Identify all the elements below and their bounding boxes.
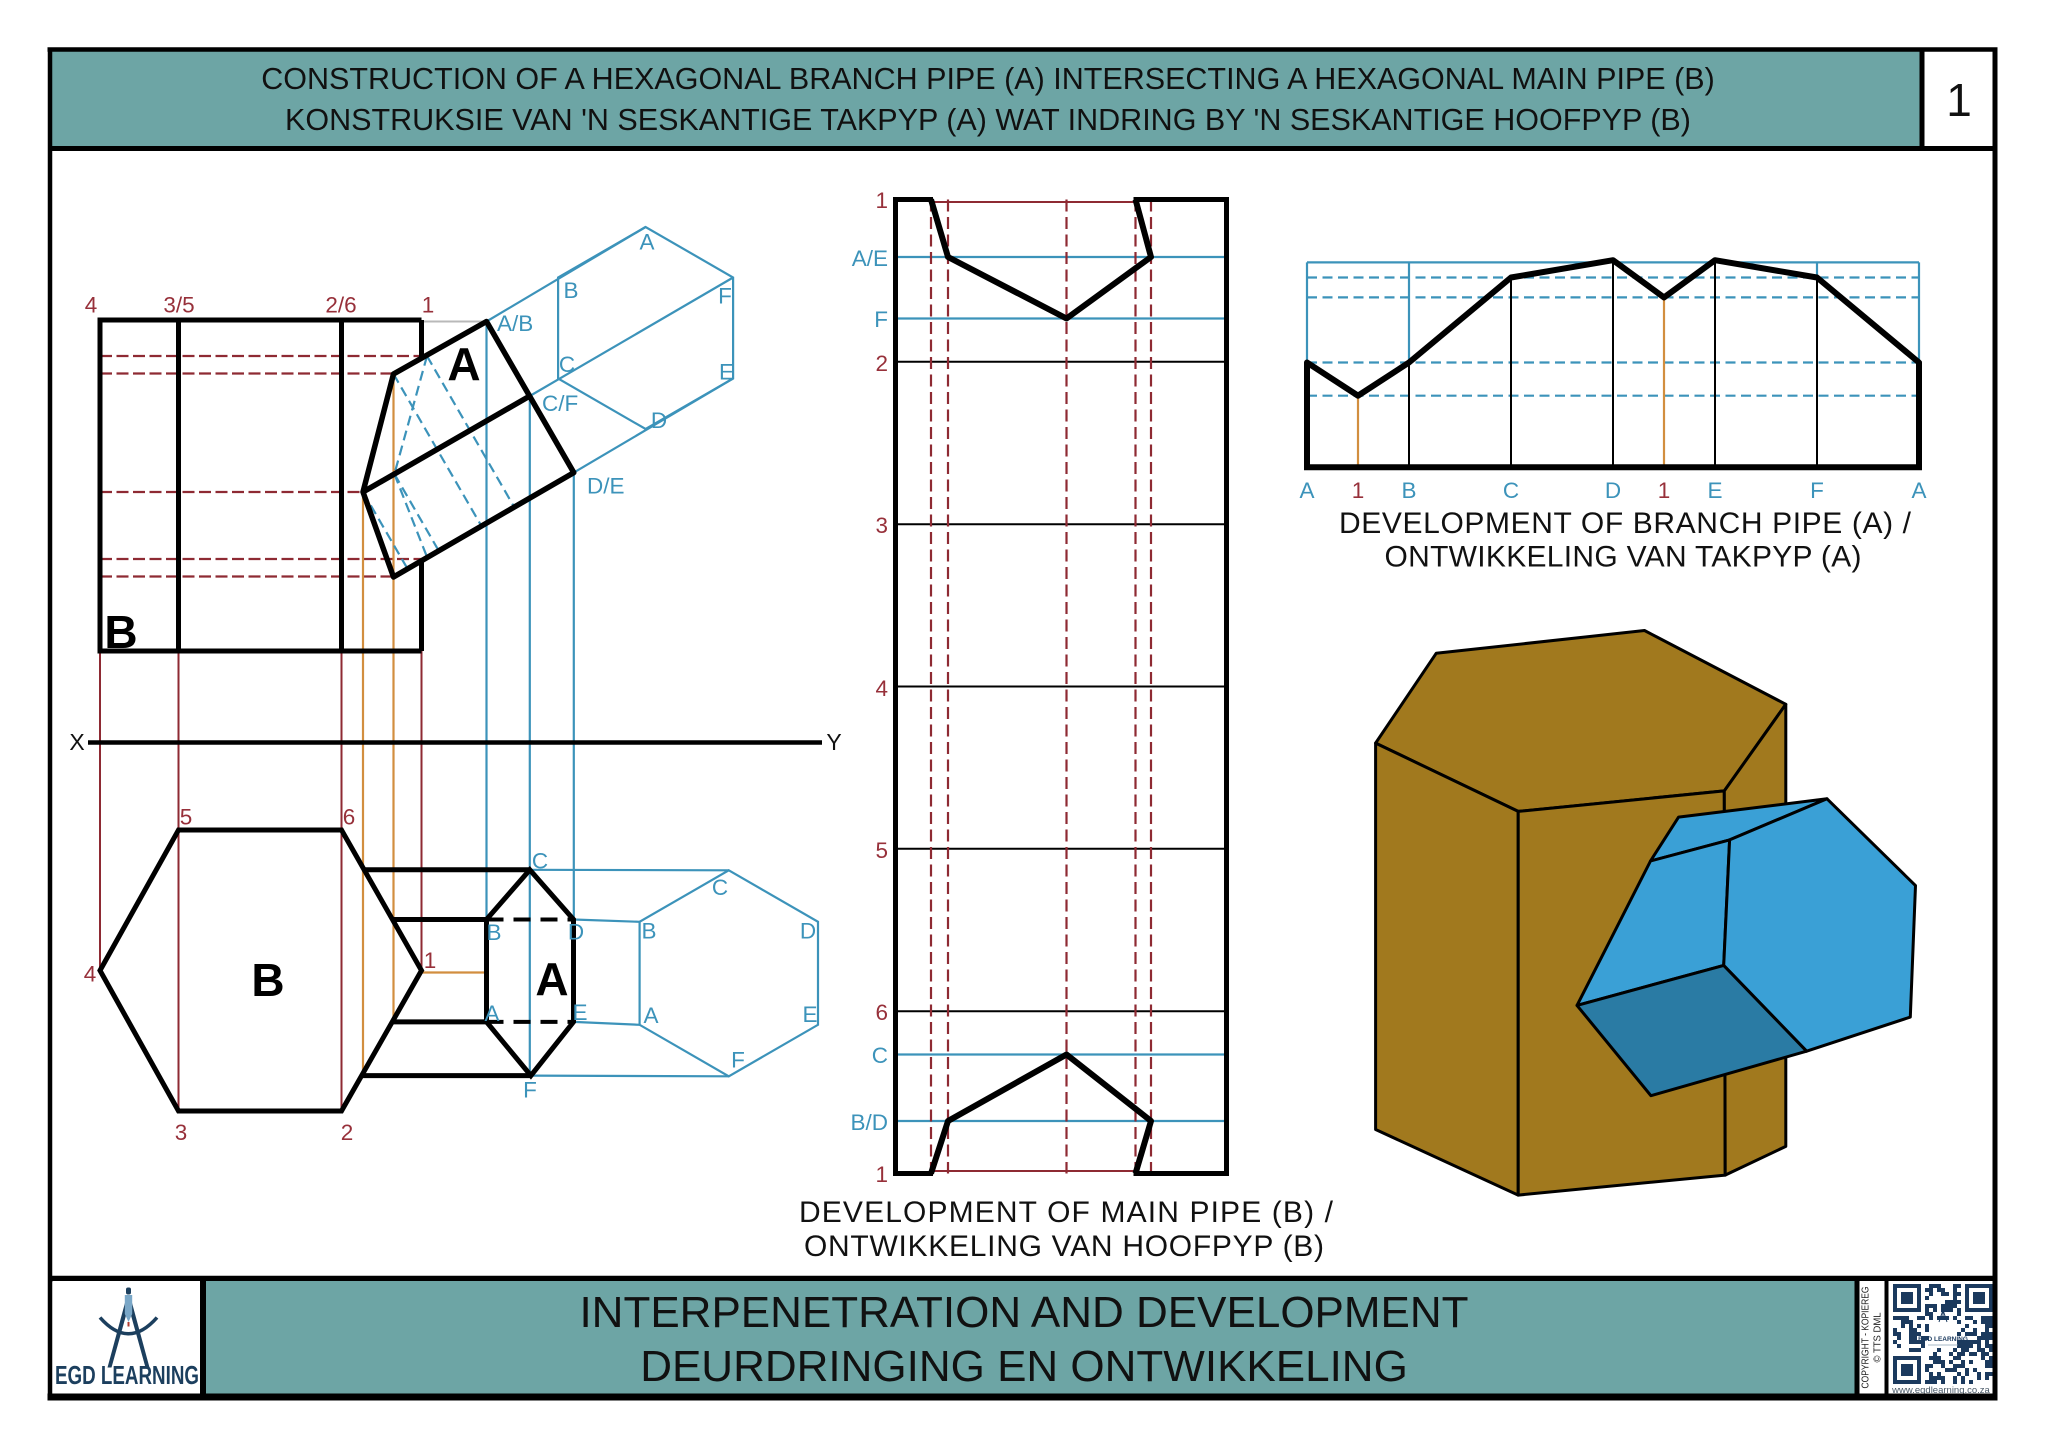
svg-text:A: A [1911,478,1926,503]
svg-text:D/E: D/E [587,474,625,499]
svg-text:1: 1 [875,1162,888,1187]
svg-text:6: 6 [875,1000,888,1025]
svg-text:C: C [1503,478,1519,503]
svg-text:© TTS DML: © TTS DML [1872,1312,1884,1362]
svg-text:E: E [1707,478,1722,503]
svg-text:A: A [484,1001,499,1026]
svg-text:5: 5 [180,805,193,830]
svg-text:A: A [535,953,568,1005]
svg-text:1: 1 [1658,478,1671,503]
svg-text:1: 1 [422,293,435,318]
svg-text:EGD LEARNING: EGD LEARNING [1918,1336,1968,1343]
svg-text:C: C [532,849,548,874]
svg-text:A/E: A/E [852,246,888,271]
svg-text:B: B [104,606,137,658]
svg-text:B: B [641,919,656,944]
svg-text:3: 3 [175,1120,188,1145]
svg-text:D: D [651,408,667,433]
svg-text:E: E [572,1000,587,1025]
svg-text:B: B [251,954,284,1006]
svg-text:www.egdlearning.co.za: www.egdlearning.co.za [1891,1385,1990,1396]
svg-text:1: 1 [424,948,437,973]
svg-text:B: B [563,278,578,303]
svg-text:E: E [802,1002,817,1027]
svg-text:C/F: C/F [542,391,578,416]
svg-text:ONTWIKKELING VAN TAKPYP (A): ONTWIKKELING VAN TAKPYP (A) [1385,541,1862,574]
svg-text:KONSTRUKSIE VAN 'N SESKANTIGE: KONSTRUKSIE VAN 'N SESKANTIGE TAKPYP (A)… [285,103,1691,137]
svg-text:A: A [639,230,654,255]
svg-text:A: A [1299,478,1314,503]
svg-text:A: A [643,1003,658,1028]
svg-text:F: F [1810,478,1824,503]
svg-text:D: D [1605,478,1621,503]
svg-text:1: 1 [1946,74,1972,126]
svg-text:CONSTRUCTION OF A HEXAGONAL BR: CONSTRUCTION OF A HEXAGONAL BRANCH PIPE … [261,62,1715,96]
svg-text:2: 2 [875,351,888,376]
svg-text:1: 1 [1352,478,1365,503]
svg-text:F: F [718,284,732,309]
svg-text:COPYRIGHT - KOPIEREG: COPYRIGHT - KOPIEREG [1860,1287,1872,1389]
svg-text:EGD LEARNING: EGD LEARNING [55,1360,199,1390]
svg-text:C: C [559,352,575,377]
svg-text:INTERPENETRATION AND DEVELOPME: INTERPENETRATION AND DEVELOPMENT [579,1288,1468,1337]
svg-text:C: C [712,875,728,900]
svg-text:F: F [523,1078,537,1103]
svg-text:3: 3 [875,513,888,538]
svg-text:5: 5 [875,838,888,863]
svg-text:C: C [872,1043,888,1068]
svg-text:4: 4 [85,293,98,318]
svg-text:3/5: 3/5 [163,293,194,318]
svg-text:DEVELOPMENT OF MAIN PIPE (B) /: DEVELOPMENT OF MAIN PIPE (B) / [799,1196,1334,1229]
svg-text:B/D: B/D [850,1110,888,1135]
svg-text:4: 4 [875,676,888,701]
svg-text:6: 6 [343,805,356,830]
svg-text:B: B [1401,478,1416,503]
svg-text:F: F [731,1048,745,1073]
svg-text:E: E [719,360,734,385]
svg-text:1: 1 [875,188,888,213]
svg-text:B: B [486,920,501,945]
svg-text:X: X [69,729,84,755]
svg-text:D: D [800,919,816,944]
svg-text:4: 4 [84,962,97,987]
svg-text:A: A [447,338,480,390]
svg-text:2/6: 2/6 [325,293,356,318]
svg-text:2: 2 [341,1120,354,1145]
svg-text:Y: Y [826,729,841,755]
svg-text:A/B: A/B [497,311,533,336]
svg-text:ONTWIKKELING VAN HOOFPYP (B): ONTWIKKELING VAN HOOFPYP (B) [804,1230,1324,1263]
svg-text:DEURDRINGING EN ONTWIKKELING: DEURDRINGING EN ONTWIKKELING [640,1342,1408,1391]
svg-text:D: D [568,920,584,945]
svg-text:DEVELOPMENT OF BRANCH PIPE (A): DEVELOPMENT OF BRANCH PIPE (A) / [1339,507,1912,540]
svg-text:F: F [874,307,888,332]
